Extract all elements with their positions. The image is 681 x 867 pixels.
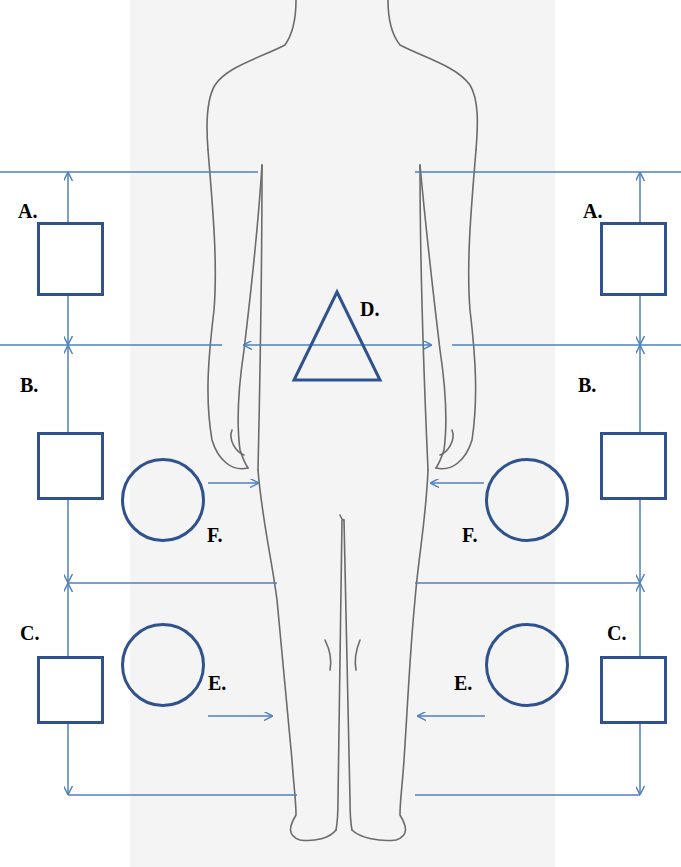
region-label: F. [462, 524, 477, 546]
region-label: E. [454, 672, 472, 694]
region-label: B. [20, 374, 38, 396]
shape-outline [123, 625, 204, 706]
shape-outline [123, 460, 204, 541]
square-box: B. [600, 432, 667, 500]
region-label: B. [578, 374, 596, 396]
region-label: C. [607, 622, 626, 644]
square-box: C. [37, 656, 104, 724]
square-box: A. [37, 222, 104, 296]
region-label: F. [207, 524, 222, 546]
circle-outline [121, 623, 205, 707]
circle-outline [485, 623, 569, 707]
region-label: E. [208, 672, 226, 694]
shape-outline [487, 460, 568, 541]
shape-outline [294, 292, 380, 380]
circle-outline [485, 458, 569, 542]
square-box: A. [600, 222, 667, 296]
circle-marker: E. [121, 623, 205, 707]
region-label: D. [360, 298, 379, 320]
circle-marker: F. [485, 458, 569, 542]
circle-marker: F. [121, 458, 205, 542]
region-label: A. [18, 200, 37, 222]
region-label: A. [583, 200, 602, 222]
circle-outline [121, 458, 205, 542]
triangle-marker: D. [292, 290, 382, 382]
shape-outline [487, 625, 568, 706]
region-label: C. [20, 622, 39, 644]
square-box: C. [600, 656, 667, 724]
square-box: B. [37, 432, 104, 500]
circle-marker: E. [485, 623, 569, 707]
